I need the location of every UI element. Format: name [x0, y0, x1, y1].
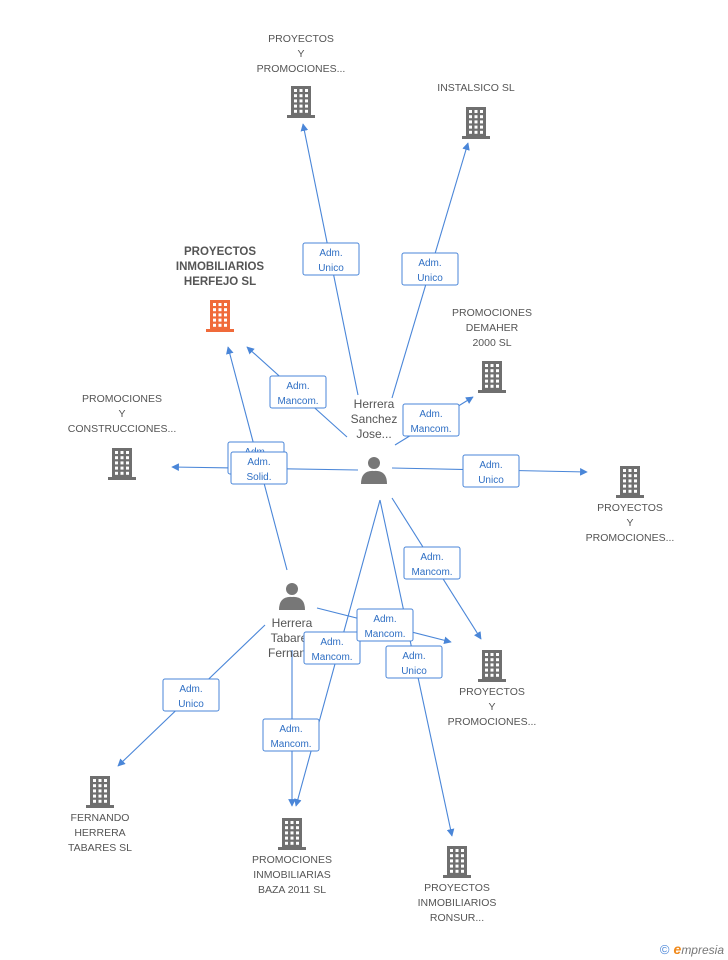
role-badge-line: Adm. — [279, 724, 302, 735]
empresia-credit: ©empresia — [660, 941, 724, 957]
building-icon — [278, 818, 306, 850]
role-badge-line: Unico — [401, 666, 427, 677]
node-label-line: PROYECTOS — [424, 882, 490, 894]
node-label-line: HERFEJO SL — [184, 276, 256, 288]
node-label-line: Y — [488, 701, 495, 713]
role-badge-line: Adm. — [418, 258, 441, 269]
building-icon — [443, 846, 471, 878]
building-icon — [616, 466, 644, 498]
building-icon — [108, 448, 136, 480]
role-badge-line: Mancom. — [311, 652, 352, 663]
node-hsj[interactable]: HerreraSanchezJose... — [351, 397, 398, 484]
building-icon — [287, 86, 315, 118]
node-label-line: Y — [626, 517, 633, 529]
node-label-line: PROMOCIONES — [252, 854, 332, 866]
nodes-layer: PROYECTOS Y PROMOCIONES... INSTALSICO SL PRO… — [68, 33, 675, 924]
node-instalsico[interactable]: INSTALSICO SL — [437, 82, 515, 139]
node-label-line: PROYECTOS — [184, 246, 256, 258]
role-badge-line: Mancom. — [277, 396, 318, 407]
node-label-line: HERRERA — [74, 827, 125, 839]
node-label-line: Jose... — [356, 427, 391, 441]
node-label-line: CONSTRUCCIONES... — [68, 423, 177, 435]
brand-logo-e: e — [673, 941, 682, 957]
node-label-line: INMOBILIARIOS — [418, 897, 497, 909]
role-badge[interactable]: Adm. Mancom. — [402, 403, 460, 437]
role-badge[interactable]: Adm. Mancom. — [269, 375, 327, 409]
building-icon — [206, 300, 234, 332]
role-badge-line: Adm. — [373, 614, 396, 625]
person-icon — [361, 457, 387, 484]
role-badge-line: Adm. — [179, 684, 202, 695]
node-label-line: Tabares — [271, 631, 314, 645]
node-herfejo[interactable]: PROYECTOS INMOBILIARIOS HERFEJO SL — [176, 246, 264, 332]
node-label-line: TABARES SL — [68, 842, 132, 854]
role-badge[interactable]: Adm. Mancom. — [262, 718, 320, 752]
node-label-line: INSTALSICO SL — [437, 82, 515, 94]
role-badge[interactable]: Adm. Unico — [462, 454, 520, 488]
role-badge[interactable]: Adm. Unico — [385, 645, 443, 679]
node-label-line: PROYECTOS — [268, 33, 334, 45]
node-fht[interactable]: FERNANDO HERRERA TABARES SL — [68, 776, 132, 854]
node-label-line: Herrera — [272, 616, 313, 630]
role-badge[interactable]: Adm. Unico — [401, 252, 459, 286]
role-badge-line: Mancom. — [410, 424, 451, 435]
node-p1[interactable]: PROYECTOS Y PROMOCIONES... — [257, 33, 346, 118]
role-badge-line: Mancom. — [364, 629, 405, 640]
role-badge-line: Unico — [417, 273, 443, 284]
node-label-line: Y — [118, 408, 125, 420]
role-badge-line: Unico — [318, 263, 344, 274]
node-label-line: INMOBILIARIAS — [253, 869, 331, 881]
role-badge[interactable]: Adm. Mancom. — [356, 608, 414, 642]
role-badge-line: Mancom. — [411, 567, 452, 578]
role-badge[interactable]: Adm. Mancom. — [303, 631, 361, 665]
person-icon — [279, 583, 305, 610]
role-badge-line: Adm. — [420, 552, 443, 563]
node-label-line: PROMOCIONES — [82, 393, 162, 405]
node-pyc[interactable]: PROMOCIONES Y CONSTRUCCIONES... — [68, 393, 177, 480]
role-badge[interactable]: Adm. Mancom. — [403, 546, 461, 580]
building-icon — [478, 650, 506, 682]
node-label-line: PROYECTOS — [597, 502, 663, 514]
node-label-line: Herrera — [354, 397, 395, 411]
building-icon — [86, 776, 114, 808]
node-label-line: RONSUR... — [430, 912, 484, 924]
node-label-line: PROMOCIONES — [452, 307, 532, 319]
node-label-line: PROMOCIONES... — [257, 63, 346, 75]
role-badge[interactable]: Adm. Solid. — [230, 451, 288, 485]
role-badge-line: Adm. — [320, 637, 343, 648]
node-label-line: Y — [297, 48, 304, 60]
role-badge-line: Unico — [178, 699, 204, 710]
node-label-line: INMOBILIARIOS — [176, 261, 264, 273]
node-label-line: DEMAHER — [466, 322, 519, 334]
node-label-line: PROMOCIONES... — [586, 532, 675, 544]
node-ronsur[interactable]: PROYECTOS INMOBILIARIOS RONSUR... — [418, 846, 497, 924]
node-label-line: FERNANDO — [71, 812, 130, 824]
brand-logo-rest: mpresia — [681, 943, 724, 957]
node-label-line: PROYECTOS — [459, 686, 525, 698]
role-badge-line: Adm. — [419, 409, 442, 420]
node-label-line: Sanchez — [351, 412, 398, 426]
node-baza[interactable]: PROMOCIONES INMOBILIARIAS BAZA 2011 SL — [252, 818, 332, 896]
role-badge-line: Adm. — [286, 381, 309, 392]
role-badge-line: Solid. — [246, 472, 271, 483]
role-badge-line: Adm. — [479, 460, 502, 471]
node-label-line: 2000 SL — [472, 337, 511, 349]
role-badge[interactable]: Adm. Unico — [162, 678, 220, 712]
node-demaher[interactable]: PROMOCIONES DEMAHER 2000 SL — [452, 307, 532, 393]
building-icon — [478, 361, 506, 393]
node-label-line: PROMOCIONES... — [448, 716, 537, 728]
building-icon — [462, 107, 490, 139]
role-badge-line: Mancom. — [270, 739, 311, 750]
node-label-line: BAZA 2011 SL — [258, 884, 326, 896]
role-badge-line: Adm. — [402, 651, 425, 662]
role-badge-line: Adm. — [319, 248, 342, 259]
role-badge-line: Adm. — [247, 457, 270, 468]
role-badge-line: Unico — [478, 475, 504, 486]
copyright-symbol: © — [659, 942, 670, 957]
role-badge[interactable]: Adm. Unico — [302, 242, 360, 276]
node-p3[interactable]: PROYECTOS Y PROMOCIONES... — [448, 650, 537, 728]
node-p2[interactable]: PROYECTOS Y PROMOCIONES... — [586, 466, 675, 544]
